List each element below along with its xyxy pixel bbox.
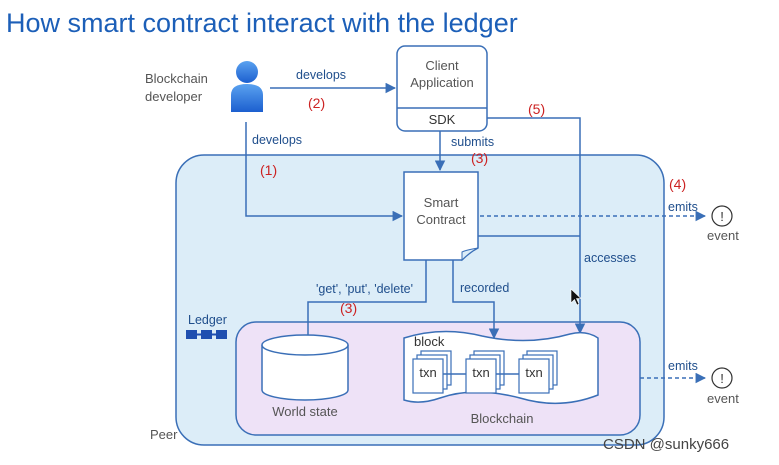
developer-label-line2: developer [145,89,203,104]
step-2-label: (2) [308,95,325,111]
block-label: block [414,334,445,349]
event-top-glyph: ! [720,209,724,224]
client-app-label-line1: Client [425,58,459,73]
smart-contract-label-line2: Contract [416,212,466,227]
submits-label: submits [451,135,494,149]
event-bottom-icon [711,367,733,389]
arrow-develops-contract [245,122,404,222]
event-bottom-glyph: ! [720,371,724,386]
step-3a-label: (3) [471,150,488,166]
arrow-accesses [487,117,586,335]
step-5-label: (5) [528,101,545,117]
block-1 [412,350,452,394]
step-3b-label: (3) [340,300,357,316]
develops-top-label: develops [296,68,346,82]
arrow-get-put-delete [302,260,427,355]
step-4-label: (4) [669,176,686,192]
ledger-icon [186,330,227,339]
smart-contract-label-line1: Smart [424,195,459,210]
smart-contract-document [403,171,479,262]
mouse-cursor-icon [570,288,582,306]
client-app-label-line2: Application [410,75,474,90]
sdk-label: SDK [429,112,456,127]
develops-left-label: develops [252,133,302,147]
watermark: CSDN @sunky666 [603,436,729,453]
block-2 [465,350,505,394]
txn-2-label: txn [472,365,489,380]
accesses-label: accesses [584,251,636,265]
txn-3-label: txn [525,365,542,380]
step-1-label: (1) [260,162,277,178]
emits-top-label: emits [668,200,698,214]
event-bottom-label: event [707,391,739,406]
blockchain-label: Blockchain [471,411,534,426]
event-top-label: event [707,228,739,243]
world-state-cylinder [261,334,349,401]
client-application-box [396,45,488,132]
developer-label-line1: Blockchain [145,71,208,86]
arrow-recorded [452,260,500,340]
developer-person-icon [231,61,263,112]
world-state-label: World state [272,404,338,419]
event-top-icon [711,205,733,227]
page-title: How smart contract interact with the led… [6,8,518,38]
block-3 [518,350,558,394]
recorded-label: recorded [460,281,509,295]
get-put-delete-label: 'get', 'put', 'delete' [316,282,413,296]
emits-bottom-label: emits [668,359,698,373]
ledger-label: Ledger [188,313,227,327]
peer-label: Peer [150,427,178,442]
txn-1-label: txn [419,365,436,380]
